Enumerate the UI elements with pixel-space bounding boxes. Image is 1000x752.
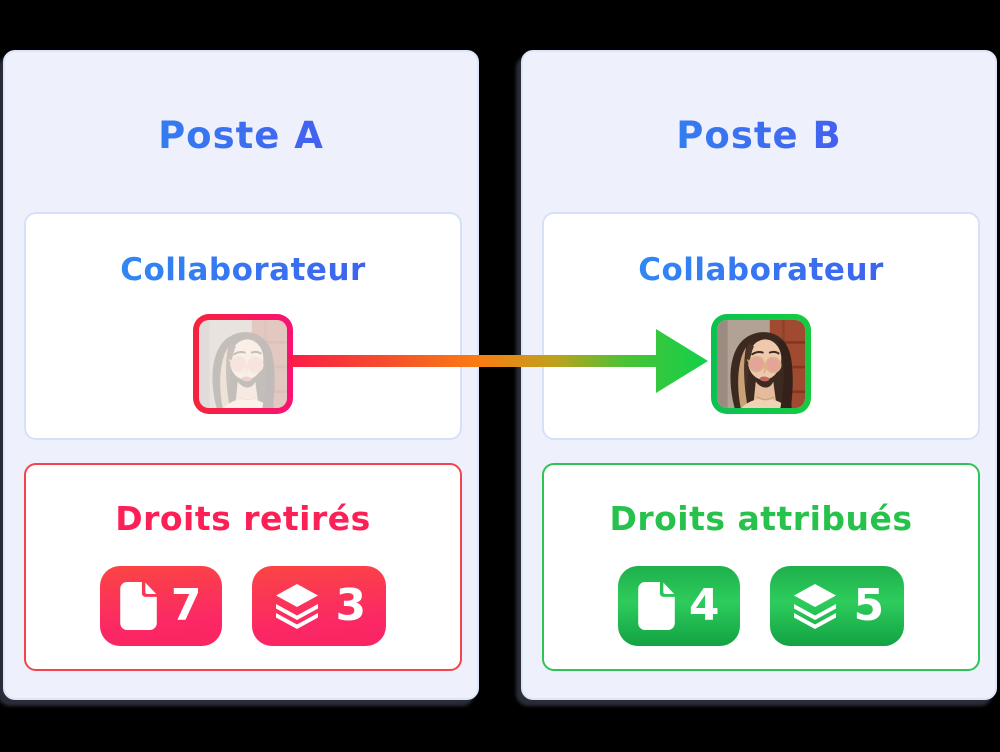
avatar-photo-faded [199, 320, 287, 408]
collaborator-card-a: Collaborateur [24, 212, 462, 440]
rights-removed-badges: 7 3 [26, 566, 460, 646]
layers-count: 5 [853, 580, 885, 631]
panel-a-title: Poste A [5, 114, 477, 157]
woman-portrait-image [717, 320, 805, 408]
documents-count-badge: 4 [617, 566, 740, 646]
layers-count-badge: 3 [251, 566, 387, 646]
panel-poste-b: Poste B Collaborateur [521, 50, 997, 700]
panel-poste-a: Poste A Collaborateur [3, 50, 479, 700]
documents-count: 4 [688, 580, 720, 631]
rights-removed-title: Droits retirés [115, 499, 371, 538]
document-icon [120, 582, 157, 630]
avatar-frame-assigned [711, 314, 811, 414]
collaborator-title-a: Collaborateur [26, 252, 460, 288]
rights-assigned-badges: 4 5 [544, 566, 978, 646]
layers-icon [793, 584, 836, 629]
layers-count-badge: 5 [769, 566, 905, 646]
panel-b-title: Poste B [523, 114, 995, 157]
layers-count: 3 [335, 580, 367, 631]
layers-icon [275, 584, 318, 629]
rights-card-removed: Droits retirés 7 3 [24, 463, 462, 671]
documents-count-badge: 7 [99, 566, 222, 646]
transfer-arrow [290, 329, 708, 393]
collaborator-title-b: Collaborateur [544, 252, 978, 288]
avatar-photo-active [717, 320, 805, 408]
documents-count: 7 [170, 580, 202, 631]
avatar-frame-removed [193, 314, 293, 414]
rights-card-assigned: Droits attribués 4 5 [542, 463, 980, 671]
rights-assigned-title: Droits attribués [609, 499, 913, 538]
woman-portrait-image [199, 320, 287, 408]
collaborator-card-b: Collaborateur [542, 212, 980, 440]
document-icon [638, 582, 675, 630]
